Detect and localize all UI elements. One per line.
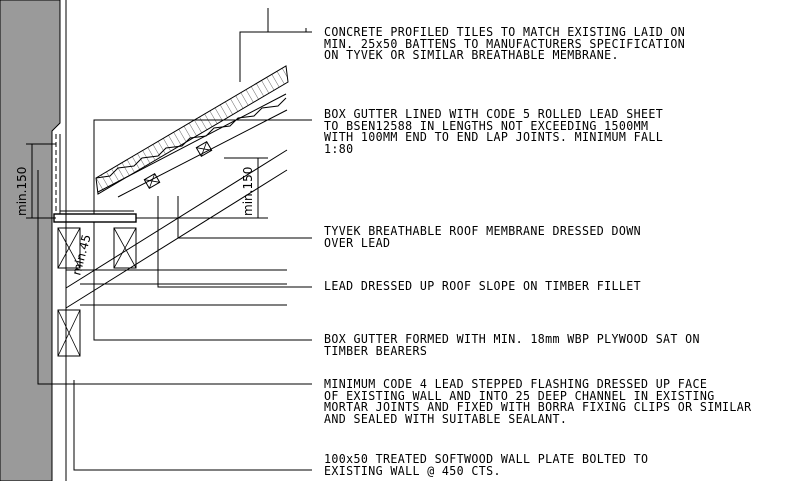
- note-box-gutter-lead: BOX GUTTER LINED WITH CODE 5 ROLLED LEAD…: [324, 106, 664, 156]
- note-stepped-flashing: MINIMUM CODE 4 LEAD STEPPED FLASHING DRE…: [324, 376, 752, 426]
- roof-tiles: [95, 65, 289, 195]
- leader-lines: [37, 8, 312, 471]
- dimension-left: min.150: [15, 167, 29, 216]
- wall-plate: [57, 309, 81, 357]
- existing-wall: [0, 0, 67, 481]
- note-plywood-bearers: BOX GUTTER FORMED WITH MIN. 18mm WBP PLY…: [324, 331, 700, 358]
- note-tyvek-membrane: TYVEK BREATHABLE ROOF MEMBRANE DRESSED D…: [324, 223, 641, 250]
- note-lead-fillet: LEAD DRESSED UP ROOF SLOPE ON TIMBER FIL…: [324, 278, 641, 293]
- timber-bearers: [57, 227, 137, 269]
- dimension-right: min.150: [241, 167, 255, 216]
- note-wall-plate: 100x50 TREATED SOFTWOOD WALL PLATE BOLTE…: [324, 451, 649, 478]
- roof-structure: [65, 149, 288, 309]
- note-tiles: CONCRETE PROFILED TILES TO MATCH EXISTIN…: [324, 24, 686, 62]
